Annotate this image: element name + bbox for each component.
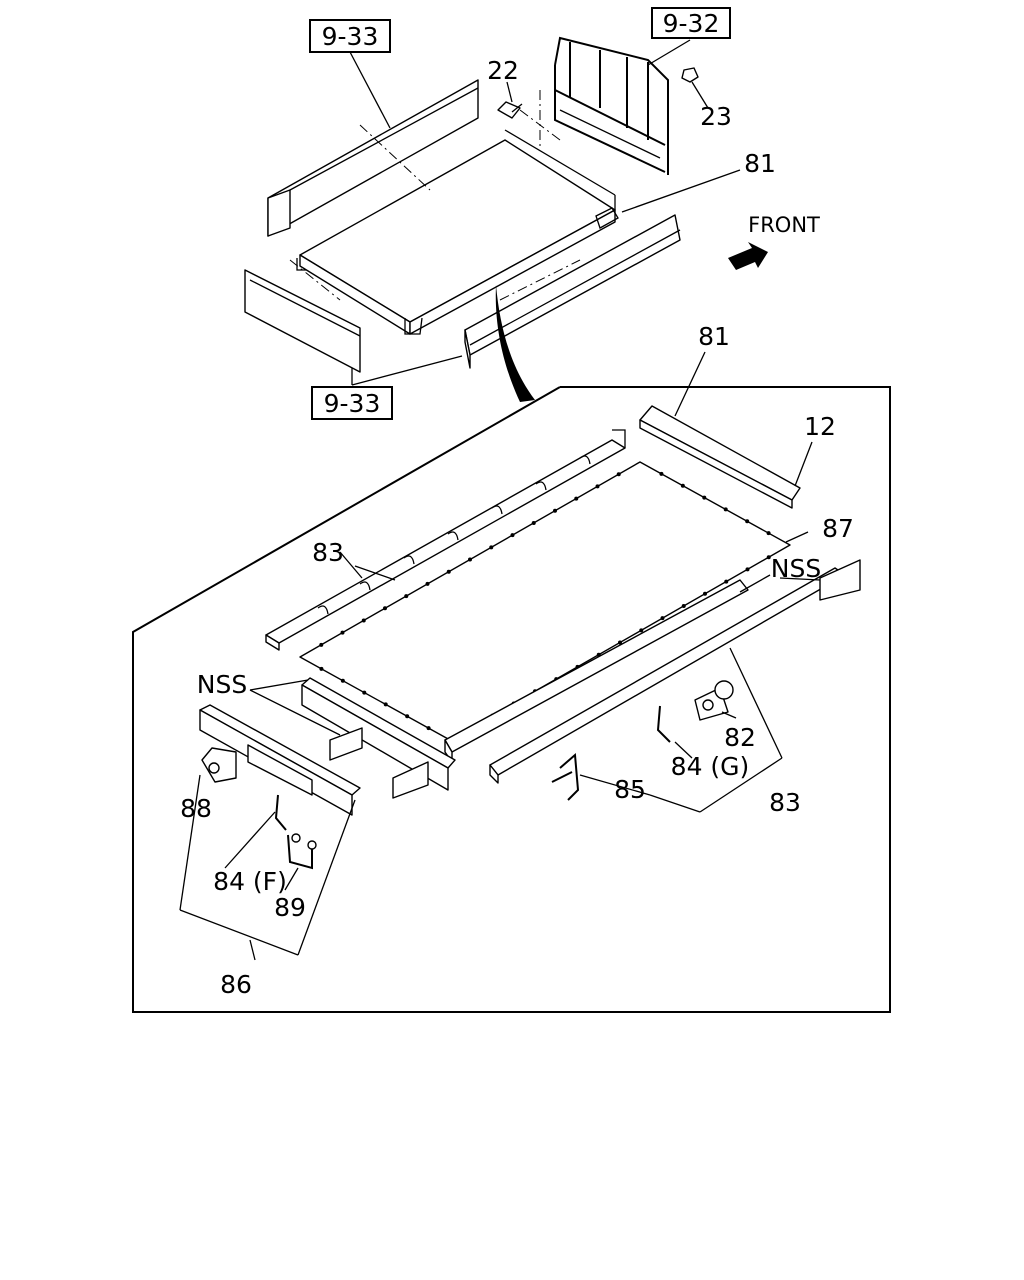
rear-sill	[301, 677, 456, 799]
rivet	[659, 471, 664, 476]
ref-box-9-33-top	[309, 19, 391, 53]
bolt-22	[497, 101, 523, 119]
rivet	[574, 496, 579, 501]
rivet	[319, 666, 324, 671]
bottom-left-side-gate-panel	[244, 269, 361, 373]
rivet	[680, 483, 685, 488]
callout-84g: 84 (G)	[671, 752, 750, 781]
rivet	[531, 520, 536, 525]
rivet	[361, 618, 366, 623]
callout-83-right: 83	[769, 788, 801, 817]
hook-84f	[274, 794, 287, 831]
clip-85	[551, 752, 580, 801]
detail-curve-arrow	[495, 285, 535, 402]
callout-83-left: 83	[312, 538, 344, 567]
rivet	[383, 606, 387, 611]
rivet	[595, 484, 600, 489]
rivet	[723, 507, 728, 512]
rivet	[383, 702, 388, 707]
floor-plate-87	[299, 461, 809, 741]
bracket-88	[201, 747, 237, 783]
callout-81-top: 81	[744, 149, 776, 178]
rivet	[510, 533, 515, 538]
right-side-rail-83	[489, 559, 861, 784]
rivet	[766, 531, 771, 536]
rivet	[405, 714, 410, 719]
rivet	[616, 472, 621, 477]
rivet	[745, 567, 750, 572]
callout-9-32: 9-32	[663, 9, 720, 38]
callout-23: 23	[700, 102, 732, 131]
rivet	[553, 508, 557, 513]
center-beam	[444, 579, 749, 763]
rivet	[446, 569, 451, 574]
rivet	[681, 603, 686, 608]
callout-9-33-bottom: 9-33	[324, 389, 381, 418]
u-bolt-89	[287, 833, 317, 870]
rivet	[319, 642, 324, 647]
callout-89: 89	[274, 893, 306, 922]
rivet	[340, 678, 345, 683]
callout-88: 88	[180, 794, 212, 823]
rivet	[766, 555, 771, 560]
rivet	[468, 557, 472, 562]
rear-cross-member-86	[199, 704, 361, 816]
rivet	[404, 594, 409, 599]
callout-85: 85	[614, 775, 646, 804]
front-gate-guard	[554, 36, 669, 175]
rivet	[425, 581, 430, 586]
detail-frame-outline	[132, 386, 891, 1013]
front-cross-member-12	[639, 405, 813, 509]
front-direction-arrow	[728, 242, 768, 270]
floor-rivets	[319, 471, 771, 731]
rivet	[724, 579, 729, 584]
callout-84f: 84 (F)	[213, 867, 287, 896]
nut-23	[681, 67, 699, 83]
callout-82: 82	[724, 723, 756, 752]
bed-floor-panel	[296, 129, 619, 335]
rivet	[340, 630, 345, 635]
front-label: FRONT	[748, 213, 820, 237]
right-side-gate-panel	[464, 214, 681, 369]
rivet	[702, 495, 707, 500]
callout-86: 86	[220, 970, 252, 999]
rivet	[362, 690, 367, 695]
callout-22: 22	[487, 56, 519, 85]
rivet	[618, 640, 622, 645]
rivet	[660, 616, 665, 621]
bracket-82	[694, 680, 734, 721]
callout-nss-right: NSS	[771, 554, 821, 583]
left-side-rail-83	[265, 429, 626, 651]
left-side-gate-panel	[267, 79, 479, 237]
callout-81-frame: 81	[698, 322, 730, 351]
hook-84g	[656, 705, 671, 743]
callout-9-33-top: 9-33	[322, 22, 379, 51]
callout-nss-left: NSS	[197, 670, 247, 699]
ref-box-9-33-bottom	[311, 386, 393, 420]
callout-87: 87	[822, 514, 854, 543]
rivet	[703, 591, 707, 596]
rivet	[426, 726, 431, 731]
rivet	[639, 628, 644, 633]
rivet	[489, 545, 494, 550]
ref-box-9-32	[651, 7, 731, 39]
callout-12: 12	[804, 412, 836, 441]
rivet	[745, 519, 750, 524]
